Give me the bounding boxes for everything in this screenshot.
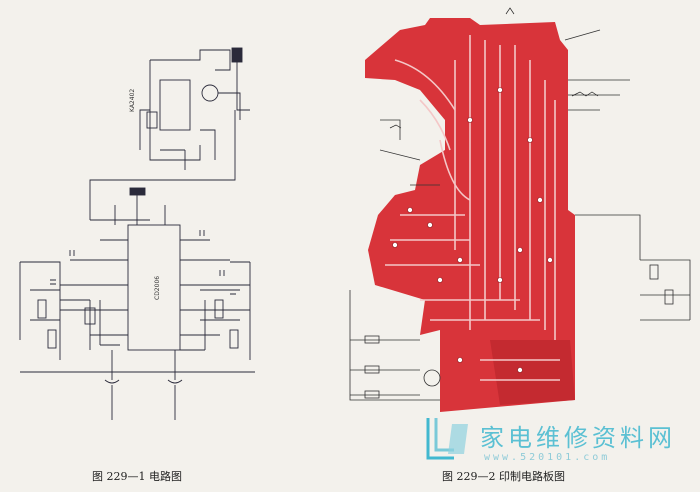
ic-main-label: CD2006 bbox=[154, 276, 161, 300]
left-figure-caption: 图 229—1 电路图 bbox=[92, 470, 182, 483]
right-figure-caption: 图 229—2 印制电路板图 bbox=[442, 470, 565, 483]
ic-top-label: KA2402 bbox=[129, 89, 136, 112]
watermark-logo-icon bbox=[426, 418, 468, 460]
watermark-url: www.520101.com bbox=[484, 452, 611, 463]
watermark: 家电维修资料网 www.520101.com bbox=[424, 414, 694, 472]
watermark-text: 家电维修资料网 bbox=[480, 424, 676, 452]
